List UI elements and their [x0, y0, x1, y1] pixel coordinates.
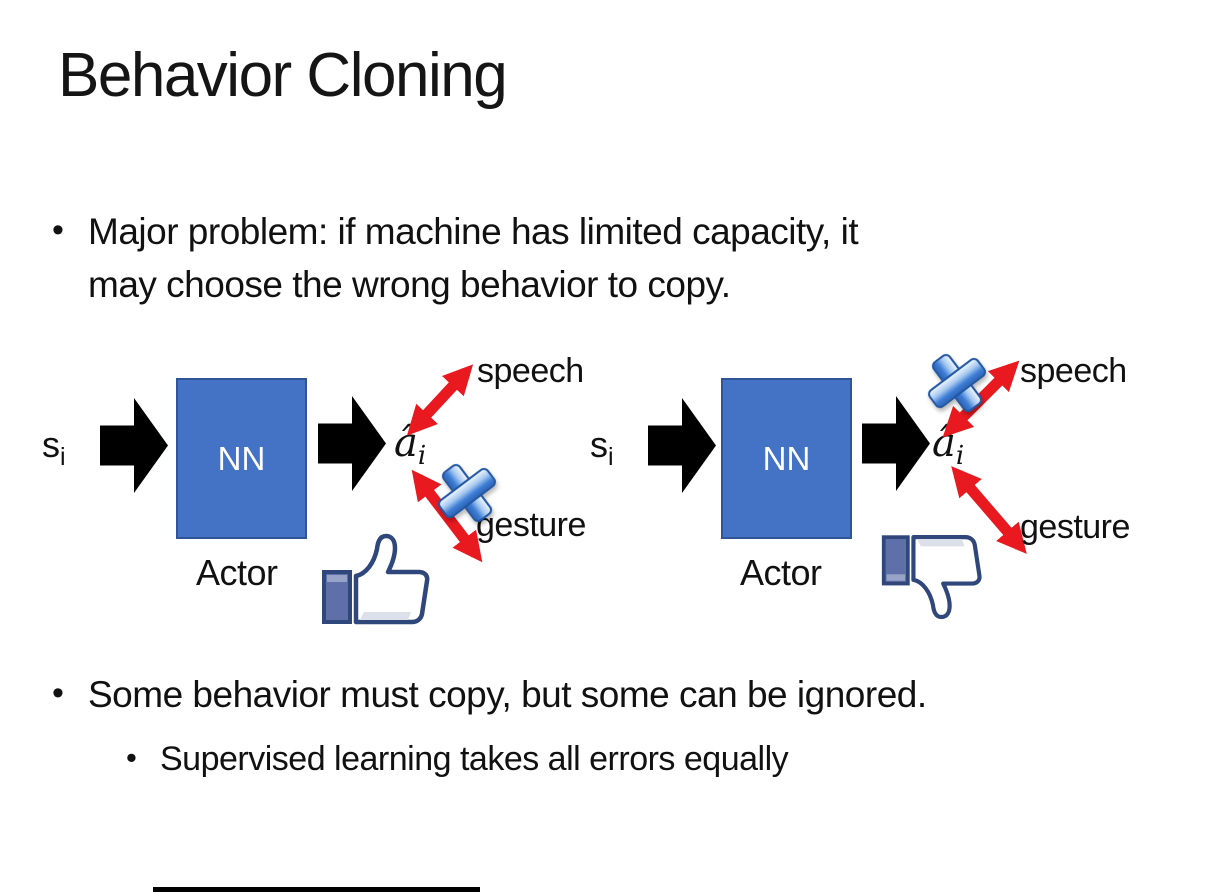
thumbs-up-icon	[320, 530, 432, 626]
bullet-marker: •	[126, 740, 137, 775]
nn-box-label: NN	[217, 439, 266, 477]
bullet-marker: •	[52, 674, 64, 712]
bullet-marker: •	[52, 211, 64, 249]
thumbs-down-icon	[880, 532, 984, 624]
input-arrow-icon	[648, 398, 716, 493]
state-subscript: i	[60, 443, 66, 471]
bullet-supervised-text: Supervised learning takes all errors equ…	[160, 740, 789, 778]
nn-box-label: NN	[762, 439, 811, 477]
actor-label-right: Actor	[740, 552, 822, 593]
bullet-some-behavior-text: Some behavior must copy, but some can be…	[88, 674, 927, 715]
output-arrow-icon	[862, 396, 930, 491]
speech-label-left: speech	[477, 352, 584, 390]
page-title: Behavior Cloning	[58, 41, 508, 110]
state-label-left: si	[42, 424, 66, 472]
output-arrow-icon	[318, 396, 386, 491]
state-subscript: i	[608, 443, 614, 471]
gesture-label-left: gesture	[476, 506, 586, 544]
speech-label-right: speech	[1020, 352, 1127, 390]
bullet-supervised: • Supervised learning takes all errors e…	[126, 740, 789, 779]
state-label-right: si	[590, 424, 614, 472]
actor-label-left: Actor	[196, 552, 278, 593]
action-subscript: i	[955, 441, 965, 471]
bullet-major-problem: • Major problem: if machine has limited …	[52, 206, 1028, 311]
state-symbol: s	[42, 424, 60, 465]
bullet-some-behavior: • Some behavior must copy, but some can …	[52, 674, 927, 716]
bottom-edge-line	[153, 887, 480, 892]
input-arrow-icon	[100, 398, 168, 493]
gesture-label-right: gesture	[1020, 508, 1130, 546]
cross-out-icon-gesture	[434, 460, 500, 526]
gesture-double-arrow-icon	[951, 466, 1027, 554]
nn-box-right: NN	[721, 378, 852, 539]
bullet-major-problem-text: Major problem: if machine has limited ca…	[88, 211, 859, 305]
nn-box-left: NN	[176, 378, 307, 539]
speech-double-arrow-icon	[406, 364, 474, 436]
action-subscript: i	[417, 441, 427, 471]
cross-out-icon-speech	[924, 350, 990, 416]
state-symbol: s	[590, 424, 608, 465]
